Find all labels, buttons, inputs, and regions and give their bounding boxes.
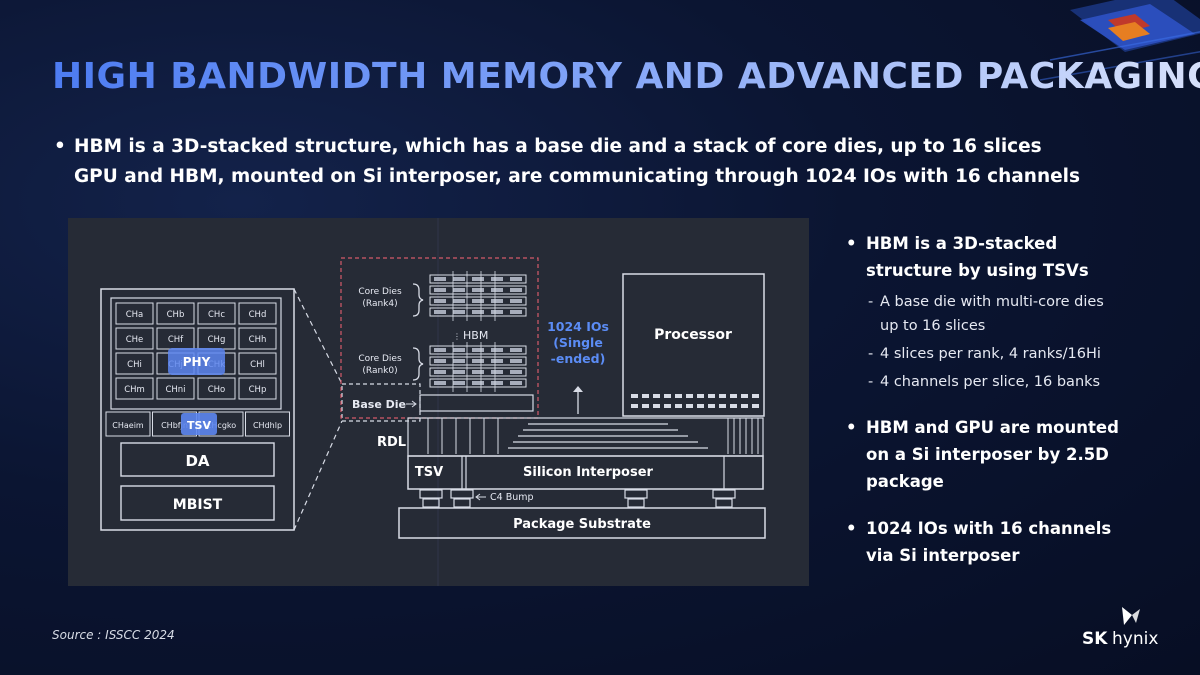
- svg-text:Core Dies: Core Dies: [358, 354, 402, 364]
- top-bullet-1: HBM is a 3D-stacked structure, which has…: [74, 136, 1042, 157]
- svg-text:(Rank4): (Rank4): [362, 299, 397, 309]
- source-note: Source : ISSCC 2024: [52, 628, 175, 642]
- channel-row-label: CHdhlp: [253, 421, 282, 430]
- package-substrate-label: Package Substrate: [513, 517, 651, 532]
- channel-cell: [197, 377, 236, 400]
- channel-row-cell: [245, 411, 290, 437]
- sub-bullet-2: -4 slices per rank, 4 ranks/16Hi: [868, 346, 1101, 362]
- channel-label: CHp: [249, 385, 267, 395]
- logo-hynix: hynix: [1112, 629, 1159, 649]
- channel-cell: [115, 352, 154, 375]
- mbist-block: [120, 485, 275, 521]
- right-bullets: • HBM is a 3D-stacked structure by using…: [846, 230, 1186, 569]
- channel-cell: [238, 352, 277, 375]
- core-die-layer: [429, 285, 527, 295]
- core-dies-rank0: [429, 342, 527, 392]
- channel-cell: [115, 302, 154, 325]
- core-die-outline: [100, 288, 295, 531]
- chip-illustration: [1039, 0, 1200, 81]
- channel-cell: [115, 327, 154, 350]
- tsv-overlay-label: TSV: [187, 419, 211, 432]
- processor-block: [622, 273, 765, 417]
- channel-label: CHni: [165, 385, 185, 395]
- da-label: DA: [185, 452, 209, 470]
- right-bullet-1: • HBM is a 3D-stacked structure by using…: [846, 234, 1089, 280]
- channel-label: CHa: [126, 310, 144, 320]
- mbist-label: MBIST: [173, 497, 223, 513]
- svg-text:Core Dies: Core Dies: [358, 287, 402, 297]
- core-die-layer: [429, 274, 527, 284]
- phy-highlight: [168, 348, 225, 375]
- hbm-label: HBM: [463, 329, 488, 342]
- core-die-layer: [429, 345, 527, 355]
- channel-row-label: CHcgko: [206, 421, 236, 430]
- right-bullet-3: • 1024 IOs with 16 channels via Si inter…: [846, 519, 1112, 565]
- core-die-layer: [429, 367, 527, 377]
- channel-label: CHm: [124, 385, 145, 395]
- hbm-diagram-panel: CHaCHbCHcCHdCHeCHfCHgCHhCHiCHjCHkCHlCHmC…: [68, 218, 809, 586]
- channel-label: CHe: [126, 335, 144, 345]
- core-die-layer: [429, 378, 527, 388]
- right-bullet-2: • HBM and GPU are mounted on a Si interp…: [846, 418, 1119, 491]
- c4-bump-label: C4 Bump: [490, 492, 534, 503]
- ios-label: 1024 IOs: [547, 319, 609, 334]
- channel-label: CHd: [249, 310, 267, 320]
- base-die-label: Base Die: [352, 398, 406, 411]
- channel-label: CHf: [168, 335, 184, 345]
- phy-label: PHY: [183, 355, 211, 369]
- core-die-layer: [429, 296, 527, 306]
- core-die-layer: [429, 356, 527, 366]
- channel-label: CHg: [208, 335, 226, 345]
- processor-label: Processor: [654, 327, 732, 343]
- channel-label: CHc: [208, 310, 225, 320]
- logo-sk: SK: [1082, 629, 1108, 649]
- channel-label: CHo: [208, 385, 226, 395]
- channel-row-cell: [105, 411, 151, 437]
- base-die: [419, 394, 534, 412]
- channel-cell: [197, 302, 236, 325]
- core-dies-rank4: [429, 271, 527, 321]
- svg-text:⋮: ⋮: [453, 332, 461, 341]
- core-die-layer: [429, 307, 527, 317]
- page-title: HIGH BANDWIDTH MEMORY AND ADVANCED PACKA…: [52, 56, 1200, 97]
- channel-label: CHh: [249, 335, 267, 345]
- da-block: [120, 442, 275, 477]
- channel-row-label: CHaeim: [112, 421, 144, 430]
- channel-label: CHi: [127, 360, 142, 370]
- hbm-outline: [340, 257, 539, 419]
- svg-text:-ended): -ended): [551, 351, 606, 366]
- package-substrate: [398, 507, 766, 539]
- svg-text:(Rank0): (Rank0): [362, 366, 397, 376]
- channel-cell: [156, 377, 195, 400]
- tsv-label: TSV: [415, 465, 443, 480]
- silicon-interposer: [407, 455, 764, 490]
- channel-cell: [238, 302, 277, 325]
- butterfly-icon: [1122, 607, 1140, 625]
- channel-cell: [238, 327, 277, 350]
- bullet-dot: •: [54, 136, 66, 157]
- channel-cell: [115, 377, 154, 400]
- silicon-interposer-label: Silicon Interposer: [523, 465, 653, 480]
- svg-text:(Single: (Single: [553, 335, 603, 350]
- channel-cell: [238, 377, 277, 400]
- rdl-label: RDL: [377, 435, 406, 450]
- sk-hynix-logo: SK hynix: [1080, 605, 1170, 649]
- channel-cell: [156, 302, 195, 325]
- channel-row-label: CHbfjn: [161, 421, 188, 430]
- channel-label: CHb: [167, 310, 185, 320]
- channel-label: CHl: [250, 360, 265, 370]
- top-bullets: • HBM is a 3D-stacked structure, which h…: [54, 132, 1080, 192]
- top-bullet-2: GPU and HBM, mounted on Si interposer, a…: [74, 166, 1081, 187]
- tsv-highlight: [181, 413, 217, 435]
- c4-bumps: [419, 489, 736, 508]
- sub-bullet-3: -4 channels per slice, 16 banks: [868, 374, 1101, 390]
